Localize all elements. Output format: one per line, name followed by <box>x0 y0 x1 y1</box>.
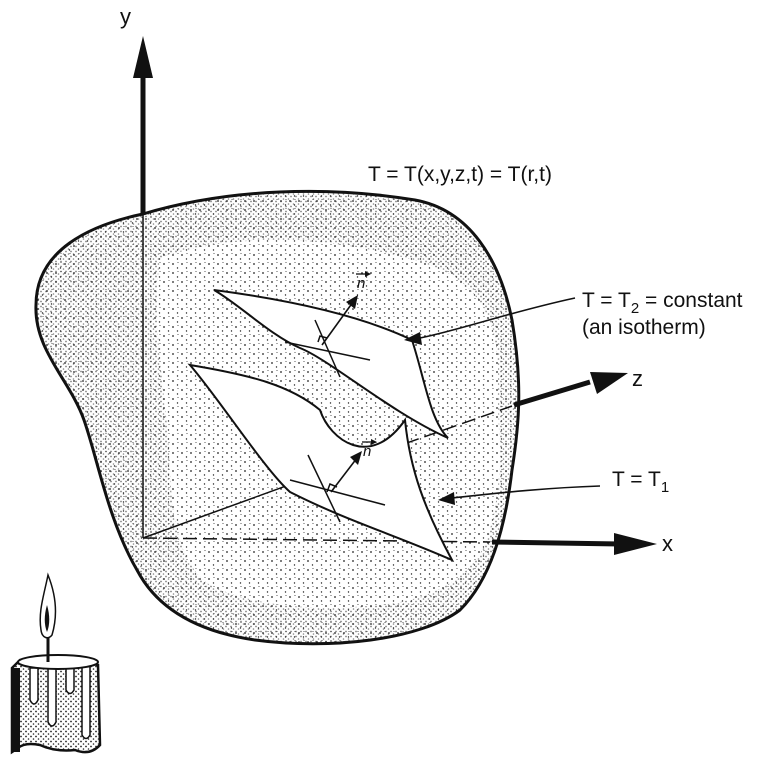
isotherm-upper-constant: = constant <box>639 289 742 312</box>
leader-line-upper <box>419 297 576 339</box>
isotherm-upper-text: T = T <box>582 289 631 312</box>
isotherm-upper <box>213 289 449 439</box>
isotherm-upper-label: T = T2 = constant <box>582 289 743 317</box>
z-axis-label: z <box>632 366 643 391</box>
y-axis-label: y <box>120 4 131 29</box>
z-axis-arrowhead <box>590 372 628 394</box>
isotherm-upper-subscript: 2 <box>631 300 639 317</box>
z-axis-line <box>513 379 591 408</box>
normal-vector-upper <box>321 301 354 346</box>
normal-vector-text-lower: n <box>363 443 371 460</box>
normal-vector-label-lower: n <box>362 439 377 460</box>
x-axis-arrowhead <box>614 533 657 555</box>
candle <box>10 572 102 755</box>
normal-vector-lower <box>330 457 358 493</box>
leader-line-lower <box>451 485 601 499</box>
equation-label: T = T(x,y,z,t) = T(r,t) <box>368 163 552 186</box>
x-axis-label: x <box>662 531 673 556</box>
normal-vector-text-upper: n <box>357 275 365 292</box>
x-axis-line <box>491 539 621 547</box>
normal-vector-label-upper: n <box>356 271 371 292</box>
isotherm-lower-label: T = T1 <box>612 468 669 496</box>
isotherm-lower <box>187 363 455 563</box>
isotherm-lower-subscript: 1 <box>661 479 669 496</box>
isotherm-note-label: (an isotherm) <box>582 316 706 339</box>
flame <box>39 572 57 639</box>
y-axis-arrowhead <box>133 36 153 78</box>
isotherm-lower-text: T = T <box>612 468 661 491</box>
